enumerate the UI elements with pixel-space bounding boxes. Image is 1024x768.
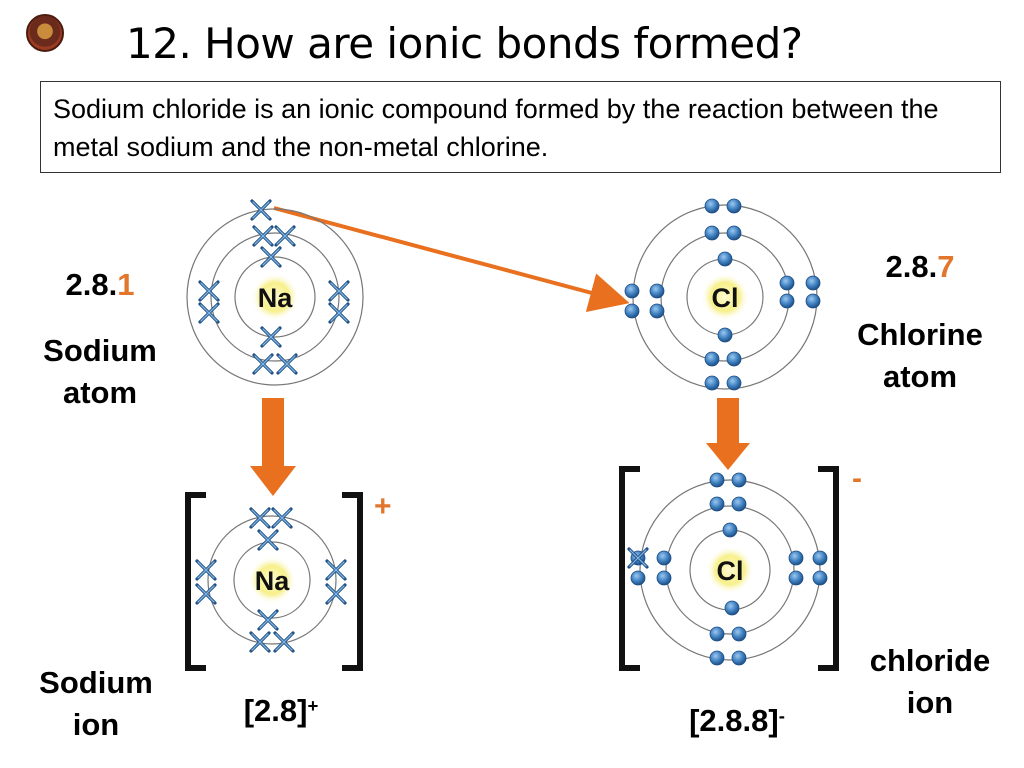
cross-electron-icon bbox=[325, 583, 347, 605]
dot-electron-icon bbox=[656, 570, 672, 586]
dot-electron-icon bbox=[731, 496, 747, 512]
intro-text-box: Sodium chloride is an ionic compound for… bbox=[40, 81, 1001, 173]
dot-electron-icon bbox=[726, 351, 742, 367]
sodium-reaction-arrow bbox=[250, 398, 296, 496]
dot-electron-icon bbox=[649, 283, 665, 299]
chloride-ion-brackets bbox=[619, 466, 839, 671]
element-symbol: Cl bbox=[717, 556, 744, 586]
dot-electron-icon bbox=[717, 327, 733, 343]
chlorine-config: 2.8.7 bbox=[885, 249, 955, 284]
element-symbol: Cl bbox=[712, 283, 739, 313]
cross-electron-icon bbox=[276, 353, 298, 375]
cross-electron-icon bbox=[195, 583, 217, 605]
dot-electron-icon bbox=[779, 293, 795, 309]
cross-electron-icon bbox=[198, 280, 220, 302]
dot-electron-icon bbox=[812, 550, 828, 566]
electron-transfer-arrow bbox=[273, 206, 630, 313]
nucleus bbox=[701, 273, 749, 321]
dot-electron-icon bbox=[724, 600, 740, 616]
school-crest-icon bbox=[26, 14, 64, 52]
dot-electron-icon bbox=[722, 522, 738, 538]
element-symbol: Na bbox=[258, 283, 293, 313]
dot-electron-icon bbox=[704, 375, 720, 391]
sodium-config: 2.8.1 bbox=[65, 267, 135, 302]
dot-electron-icon bbox=[630, 570, 646, 586]
dot-electron-icon bbox=[709, 496, 725, 512]
dot-electron-icon bbox=[704, 225, 720, 241]
cross-electron-icon bbox=[250, 199, 272, 221]
dot-electron-icon bbox=[731, 626, 747, 642]
dot-electron-icon bbox=[656, 550, 672, 566]
dot-electron-icon bbox=[704, 198, 720, 214]
cross-electron-icon bbox=[195, 559, 217, 581]
cross-electron-icon bbox=[252, 353, 274, 375]
dot-electron-icon bbox=[649, 303, 665, 319]
cross-electron-icon bbox=[257, 609, 279, 631]
cross-electron-icon bbox=[260, 326, 282, 348]
chlorine-reaction-arrow bbox=[706, 398, 750, 470]
sodium-ion-brackets bbox=[185, 492, 363, 671]
cross-electron-icon bbox=[260, 246, 282, 268]
chloride-ion-diagram: Cl bbox=[627, 472, 828, 666]
dot-electron-icon bbox=[731, 650, 747, 666]
dot-electron-icon bbox=[812, 570, 828, 586]
dot-electron-icon bbox=[624, 283, 640, 299]
dot-electron-icon bbox=[779, 275, 795, 291]
cross-electron-icon bbox=[273, 631, 295, 653]
sodium-ion-diagram: Na bbox=[195, 507, 347, 653]
dot-electron-icon bbox=[805, 275, 821, 291]
dot-electron-icon bbox=[788, 570, 804, 586]
cross-electron-icon bbox=[249, 507, 271, 529]
slide-title: 12. How are ionic bonds formed? bbox=[126, 19, 803, 68]
dot-electron-icon bbox=[788, 550, 804, 566]
dot-electron-icon bbox=[709, 650, 725, 666]
cross-electron-icon bbox=[627, 547, 649, 569]
cross-electron-icon bbox=[257, 529, 279, 551]
sodium-atom-diagram: Na bbox=[186, 199, 364, 386]
chloride-ion-charge: - bbox=[852, 462, 862, 495]
sodium-ion-charge: + bbox=[374, 490, 392, 523]
dot-electron-icon bbox=[709, 472, 725, 488]
cross-electron-icon bbox=[249, 631, 271, 653]
dot-electron-icon bbox=[805, 293, 821, 309]
sodium-ion-config: [2.8]+ bbox=[243, 693, 319, 728]
cross-electron-icon bbox=[328, 280, 350, 302]
dot-electron-icon bbox=[709, 626, 725, 642]
cross-electron-icon bbox=[198, 302, 220, 324]
dot-electron-icon bbox=[717, 251, 733, 267]
nucleus bbox=[706, 546, 754, 594]
dot-electron-icon bbox=[726, 198, 742, 214]
chlorine-atom-diagram: Cl bbox=[624, 198, 821, 391]
dot-electron-icon bbox=[726, 225, 742, 241]
cross-electron-icon bbox=[252, 225, 274, 247]
dot-electron-icon bbox=[731, 472, 747, 488]
cross-electron-icon bbox=[325, 559, 347, 581]
nucleus bbox=[251, 273, 299, 321]
cross-electron-icon bbox=[328, 302, 350, 324]
nucleus bbox=[248, 556, 296, 604]
dot-electron-icon bbox=[704, 351, 720, 367]
element-symbol: Na bbox=[255, 566, 290, 596]
cross-electron-icon bbox=[274, 225, 296, 247]
dot-electron-icon bbox=[624, 303, 640, 319]
cross-electron-icon bbox=[271, 507, 293, 529]
chloride-ion-config: [2.8.8]- bbox=[689, 703, 785, 738]
dot-electron-icon bbox=[726, 375, 742, 391]
